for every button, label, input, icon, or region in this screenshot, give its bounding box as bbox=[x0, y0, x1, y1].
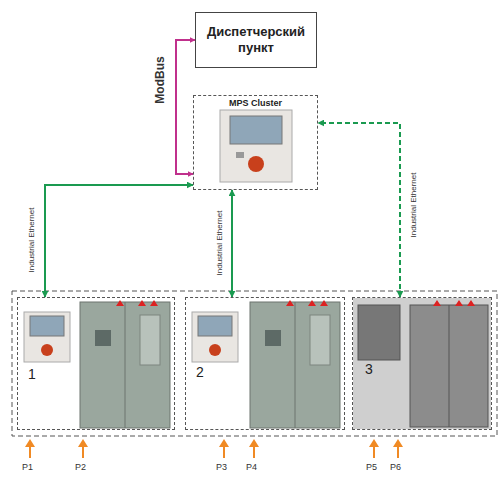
section-box: 2 bbox=[185, 297, 345, 430]
link-label: Industrial Ethernet bbox=[27, 208, 36, 273]
power-input-label: P6 bbox=[390, 462, 401, 472]
link-label: Industrial Ethernet bbox=[409, 173, 418, 238]
section-number: 2 bbox=[196, 364, 204, 380]
section-box: 3 bbox=[352, 297, 492, 430]
outer-frame bbox=[12, 291, 497, 436]
controller-panel bbox=[192, 312, 238, 362]
connector bbox=[45, 185, 193, 297]
switchgear-cabinet bbox=[250, 300, 340, 428]
power-input-label: P3 bbox=[216, 462, 227, 472]
controller-panel bbox=[220, 110, 292, 182]
link-label: Industrial Ethernet bbox=[215, 211, 224, 276]
section-box: 1 bbox=[17, 297, 175, 430]
control-room-box: Диспетчерский пункт bbox=[195, 12, 317, 68]
box-title: Диспетчерский пункт bbox=[200, 24, 312, 55]
power-input-arrow bbox=[25, 439, 403, 458]
controller-panel bbox=[24, 312, 70, 362]
power-input-label: P4 bbox=[246, 462, 257, 472]
power-input-label: P1 bbox=[22, 462, 33, 472]
section-number: 3 bbox=[365, 361, 373, 377]
cluster-title: MPS Cluster bbox=[194, 98, 317, 108]
planned-equipment bbox=[358, 300, 488, 427]
grey-ground bbox=[353, 298, 491, 429]
connector bbox=[318, 123, 400, 297]
power-input-label: P5 bbox=[366, 462, 377, 472]
cluster-box: MPS Cluster bbox=[193, 95, 318, 190]
link-label: ModBus bbox=[153, 56, 167, 103]
power-input-label: P2 bbox=[75, 462, 86, 472]
switchgear-cabinet bbox=[80, 300, 170, 428]
section-number: 1 bbox=[28, 366, 36, 382]
connector bbox=[231, 190, 233, 297]
